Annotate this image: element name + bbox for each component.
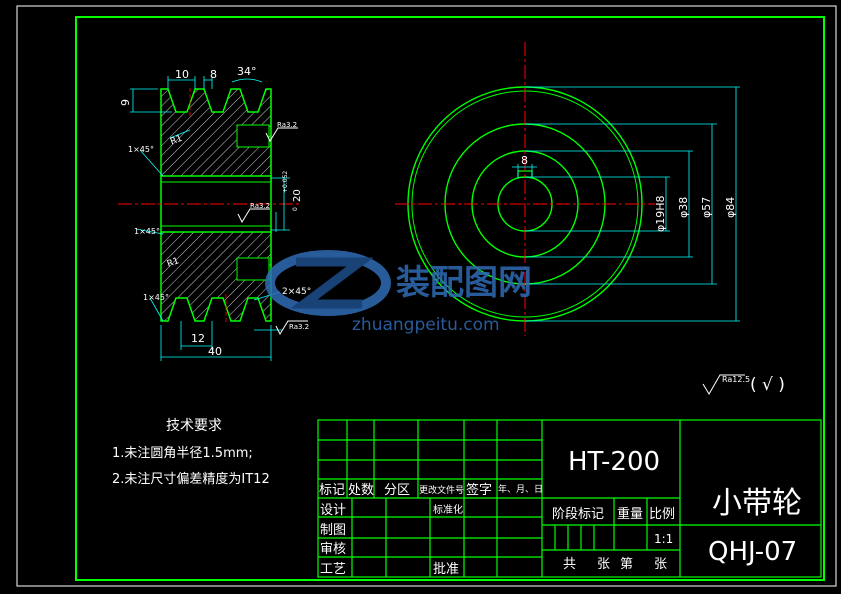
dim-bore-tol-lower: 0 [292,207,299,211]
dim-ra32-mid: Ra3.2 [250,202,270,210]
part-name-label: 小带轮 [712,486,802,521]
general-roughness-suffix: ( √ ) [750,375,785,395]
roughness-symbols [237,127,745,395]
technical-requirements: 技术要求 1.未注圆角半径1.5mm; 2.未注尺寸偏差精度为IT12 [112,418,270,487]
dim-ra32-top: Ra3.2 [277,121,297,129]
dim-phi38: φ38 [677,197,690,218]
dim-9: 9 [119,99,132,106]
dim-r1-bottom: R1 [166,256,181,269]
dim-phi57: φ57 [700,197,713,218]
dim-34-deg: 34° [237,65,257,78]
dim-phi19h8: φ19H8 [654,195,667,232]
sheets-total: 共 [563,557,576,572]
watermark-url-text: zhuangpeitu.com [352,315,500,335]
dim-keyway-8: 8 [521,154,528,167]
general-roughness-value: Ra12.5 [722,375,750,384]
row-process: 工艺 [320,562,346,577]
upper-groove-outline [160,88,272,176]
dim-ra32-bottom: Ra3.2 [289,323,309,331]
row-standardization: 标准化 [433,503,463,516]
dim-chamfer-top: 1×45° [128,145,154,154]
watermark: 装配图网 zhuangpeitu.com [265,250,532,335]
recess-bottom [236,257,270,281]
row-drawing: 制图 [320,523,346,538]
outer-frame [16,5,837,587]
header-sign: 签字 [466,482,492,498]
tech-title: 技术要求 [166,418,222,434]
row-approve: 批准 [433,562,459,577]
tech-line-2: 2.未注尺寸偏差精度为IT12 [112,471,270,487]
material-label: HT-200 [568,447,660,477]
dim-r1-top: R1 [169,134,184,147]
header-zone: 分区 [384,483,410,498]
header-doc-no: 更改文件号 [419,484,464,496]
title-block [317,419,822,578]
tech-line-1: 1.未注圆角半径1.5mm; [112,446,253,461]
sheets-unit-1: 张 [597,557,610,572]
lower-groove-outline [160,232,272,322]
header-mark: 标记 [319,483,345,498]
dim-phi84: φ84 [724,197,737,218]
row-design: 设计 [320,503,346,518]
watermark-logo-z [290,257,374,309]
header-count: 处数 [348,483,374,498]
watermark-cn-text: 装配图网 [396,263,532,303]
drawing-number-label: QHJ-07 [708,537,797,567]
inner-frame [75,16,825,581]
stage-mark-label: 阶段标记 [552,507,604,522]
section-dimensions [130,76,290,361]
weight-label: 重量 [617,506,643,522]
dim-8-top: 8 [210,68,217,81]
dim-chamfer-2x45: 2×45° [282,287,311,297]
header-date: 年、月、日 [498,483,543,495]
scale-value: 1:1 [654,532,673,546]
dim-bore-tol-upper: +0.052 [282,171,289,193]
section-dim-labels: 10 8 34° 9 R1 Ra3.2 1×45° 20 +0.052 0 Ra… [119,65,311,358]
dim-chamfer-bottom: 1×45° [143,293,169,302]
sheets-unit-2: 张 [654,557,667,572]
title-block-text: HT-200 小带轮 QHJ-07 标记 处数 分区 更改文件号 签字 年、月、… [319,447,802,577]
dim-40: 40 [208,345,222,358]
row-check: 审核 [320,542,346,557]
dim-bore-width: 20 [292,189,303,202]
front-dim-labels: 8 φ19H8 φ38 φ57 φ84 [521,154,737,232]
scale-label: 比例 [649,507,675,522]
watermark-logo [265,250,391,316]
dim-12: 12 [191,332,205,345]
recess-top [236,124,270,148]
sheets-number: 第 [620,557,633,572]
front-dimensions [512,86,740,322]
dim-chamfer-mid: 1×45° [134,227,160,236]
dim-10: 10 [175,68,189,81]
